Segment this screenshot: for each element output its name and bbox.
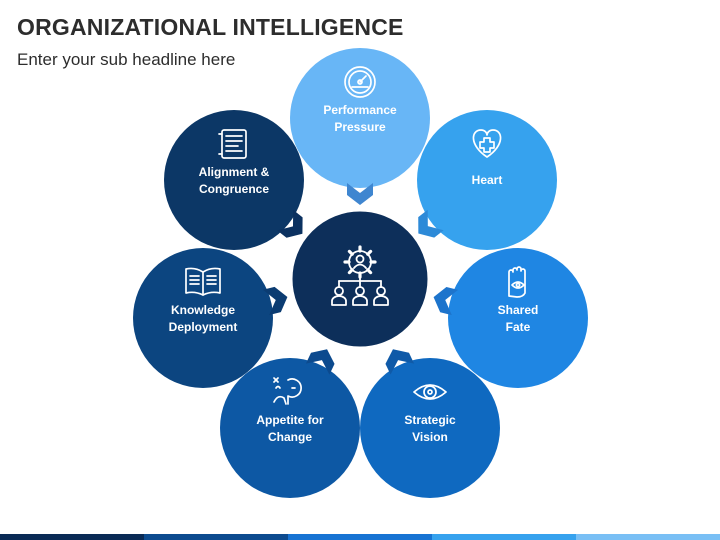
node-label-line: Alignment & — [199, 165, 270, 179]
chevron-arrow-icon — [385, 349, 415, 375]
hand-eye-icon — [508, 266, 526, 298]
bottom-accent-bar — [0, 534, 720, 540]
node-heart: Heart — [417, 110, 557, 250]
node-circle — [133, 248, 273, 388]
center-hub — [289, 208, 431, 350]
node-alignment-congruence: Alignment & Congruence — [164, 110, 304, 250]
node-label-line: Strategic — [404, 413, 456, 427]
speedometer-icon — [344, 66, 376, 98]
node-label-line: Pressure — [334, 120, 386, 134]
node-circle — [164, 110, 304, 250]
node-label-line: Performance — [323, 103, 397, 117]
node-circle — [360, 358, 500, 498]
chevron-arrow-icon — [305, 349, 335, 375]
bottom-bar-segment — [0, 534, 144, 540]
bottom-bar-segment — [432, 534, 576, 540]
node-circle — [417, 110, 557, 250]
node-circle — [220, 358, 360, 498]
gear-team-hierarchy-icon — [331, 245, 389, 306]
open-book-icon — [185, 267, 221, 296]
page-subtitle: Enter your sub headline here — [17, 50, 236, 69]
node-label: Alignment & Congruence — [199, 165, 270, 196]
page-title: ORGANIZATIONAL INTELLIGENCE — [17, 14, 404, 40]
chevron-arrow-icon — [347, 183, 373, 205]
person-thinking-icon — [273, 377, 302, 405]
bottom-bar-segment — [288, 534, 432, 540]
node-label-line: Knowledge — [171, 303, 235, 317]
heart-plus-icon — [472, 129, 502, 158]
node-label-line: Fate — [506, 320, 531, 334]
node-label-line: Change — [268, 430, 312, 444]
node-label-line: Deployment — [169, 320, 238, 334]
chevron-arrow-icon — [262, 286, 288, 315]
document-lines-icon — [218, 129, 247, 159]
node-label-line: Shared — [498, 303, 539, 317]
node-label-line: Appetite for — [256, 413, 324, 427]
arrows-layer — [262, 183, 459, 375]
bottom-bar-segment — [144, 534, 288, 540]
chevron-arrow-icon — [418, 209, 444, 238]
chevron-arrow-icon — [277, 209, 303, 238]
node-label-line: Vision — [412, 430, 448, 444]
node-circle — [448, 248, 588, 388]
chevron-arrow-icon — [433, 286, 459, 316]
node-label-line: Heart — [472, 173, 503, 187]
node-circle — [290, 48, 430, 188]
bottom-bar-segment — [576, 534, 720, 540]
node-label-line: Congruence — [199, 182, 269, 196]
eye-icon — [413, 384, 447, 400]
node-label: Heart — [472, 173, 503, 187]
